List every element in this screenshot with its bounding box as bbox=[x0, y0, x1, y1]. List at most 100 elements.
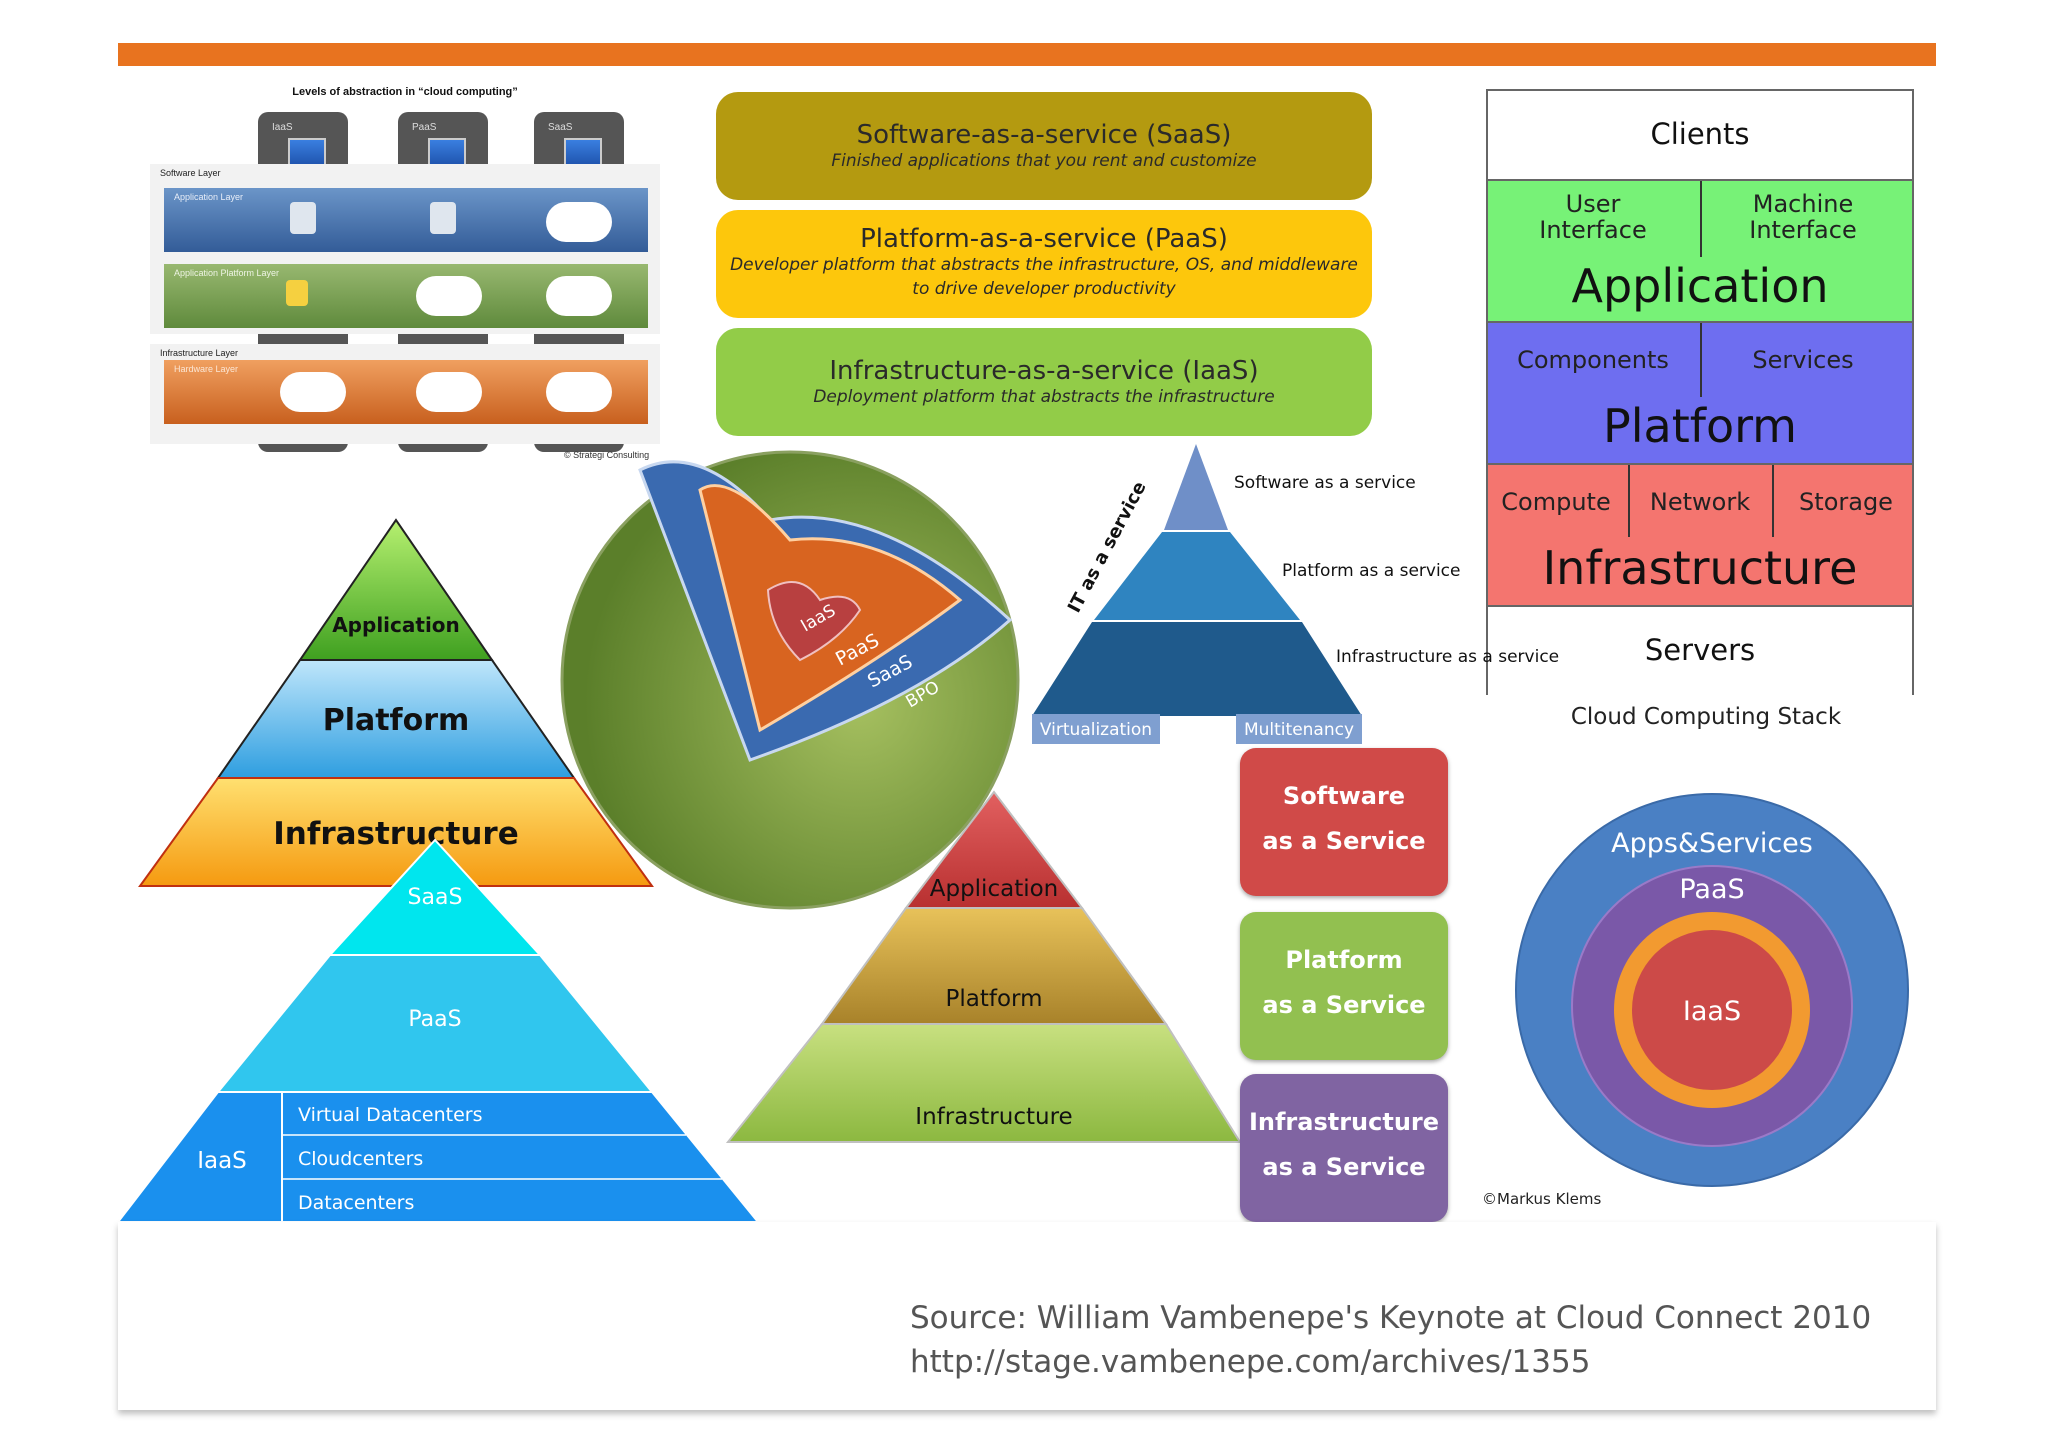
application-layer-label: Application Layer bbox=[174, 192, 244, 202]
paas-box: Platform-as-a-service (PaaS) Developer p… bbox=[716, 210, 1372, 318]
circle-iaas-label: IaaS bbox=[1683, 996, 1741, 1027]
service-sphere: IaaS PaaS SaaS BPO bbox=[560, 450, 1020, 910]
source-line-1: Source: William Vambenepe's Keynote at C… bbox=[910, 1300, 1872, 1336]
blue-pyramid-paas-label: PaaS bbox=[408, 1007, 461, 1032]
circle-apps-services-label: Apps&Services bbox=[1611, 828, 1813, 859]
saas-box-title: Software-as-a-service (SaaS) bbox=[856, 120, 1232, 150]
stack-divider bbox=[1628, 465, 1630, 537]
source-footer: Source: William Vambenepe's Keynote at C… bbox=[118, 1222, 1936, 1410]
iaas-box: Infrastructure-as-a-service (IaaS) Deplo… bbox=[716, 328, 1372, 436]
levels-title: Levels of abstraction in “cloud computin… bbox=[292, 86, 518, 98]
col-label-paas: PaaS bbox=[412, 122, 437, 133]
stack-platform: Platform bbox=[1603, 399, 1797, 453]
stack-services: Services bbox=[1752, 346, 1854, 374]
left-pyramid: Application Platform Infrastructure bbox=[138, 518, 654, 887]
stack-application: Application bbox=[1571, 259, 1829, 313]
iaas-box-title: Infrastructure-as-a-service (IaaS) bbox=[829, 356, 1259, 386]
it-pyramid-saas bbox=[1164, 444, 1228, 530]
stack-divider bbox=[1700, 323, 1702, 397]
layer-pyramid-platform-label: Platform bbox=[946, 986, 1043, 1012]
infrastructure-service-line1: Infrastructure bbox=[1248, 1108, 1440, 1136]
platform-service-line1: Platform bbox=[1285, 946, 1403, 974]
app-icon bbox=[430, 202, 456, 234]
stack-compute: Compute bbox=[1501, 488, 1611, 516]
stack-infrastructure-row: Compute Network Storage Infrastructure bbox=[1488, 465, 1912, 607]
left-pyramid-infrastructure-label: Infrastructure bbox=[273, 816, 519, 852]
it-pyramid-iaas-label: Infrastructure as a service bbox=[1336, 647, 1559, 667]
col-label-iaas: IaaS bbox=[272, 122, 293, 133]
layer-pyramid-application-label: Application bbox=[930, 876, 1059, 902]
cloud-icon bbox=[546, 276, 612, 316]
platform-service-line2: as a Service bbox=[1262, 991, 1426, 1019]
levels-of-abstraction-figure: Levels of abstraction in “cloud computin… bbox=[150, 82, 660, 462]
stack-servers: Servers bbox=[1644, 633, 1756, 667]
blue-pyramid-saas-label: SaaS bbox=[408, 885, 463, 910]
col-label-saas: SaaS bbox=[548, 122, 573, 133]
cloud-computing-stack: Clients User Interface Machine Interface… bbox=[1486, 89, 1914, 695]
stack-divider bbox=[1700, 181, 1702, 257]
blue-pyramid: SaaS PaaS IaaS Virtual Datacenters Cloud… bbox=[115, 838, 761, 1223]
stack-storage: Storage bbox=[1799, 488, 1893, 516]
app-icon bbox=[290, 202, 316, 234]
left-pyramid-application-label: Application bbox=[332, 613, 460, 637]
blue-pyramid-iaas-label: IaaS bbox=[197, 1148, 247, 1174]
sphere-iaas-layer bbox=[766, 581, 862, 662]
blue-pyramid-row-label: Cloudcenters bbox=[298, 1148, 423, 1170]
hardware-layer-label: Hardware Layer bbox=[174, 364, 239, 374]
platform-service-box: Platform as a Service bbox=[1240, 912, 1448, 1060]
iaas-box-subtitle: Deployment platform that abstracts the i… bbox=[813, 387, 1275, 407]
server-icon bbox=[280, 372, 346, 412]
cloud-icon bbox=[416, 372, 482, 412]
cloud-icon bbox=[416, 276, 482, 316]
left-pyramid-application bbox=[298, 518, 494, 661]
stack-divider bbox=[1772, 465, 1774, 537]
it-pyramid-paas-label: Platform as a service bbox=[1282, 561, 1461, 581]
layer-pyramid-infrastructure-label: Infrastructure bbox=[915, 1104, 1072, 1130]
levels-credit: © Strategi Consulting bbox=[564, 450, 650, 460]
circle-iaas bbox=[1632, 930, 1792, 1090]
stack-network: Network bbox=[1649, 488, 1751, 516]
platform-layer-label: Application Platform Layer bbox=[174, 268, 280, 278]
infrastructure-layer-label: Infrastructure Layer bbox=[160, 348, 239, 358]
cloud-icon bbox=[546, 202, 612, 242]
circles-credit: ©Markus Klems bbox=[1482, 1190, 1601, 1208]
it-service-pyramid: IT as a service Software as a service Pl… bbox=[1032, 444, 1559, 744]
source-line-2: http://stage.vambenepe.com/archives/1355 bbox=[910, 1344, 1591, 1380]
circle-paas-label: PaaS bbox=[1679, 874, 1744, 905]
cloud-icon bbox=[546, 372, 612, 412]
stack-servers-row: Servers bbox=[1488, 607, 1912, 695]
saas-box: Software-as-a-service (SaaS) Finished ap… bbox=[716, 92, 1372, 200]
left-pyramid-platform-label: Platform bbox=[323, 703, 470, 738]
stack-clients: Clients bbox=[1650, 117, 1750, 151]
left-pyramid-infrastructure bbox=[138, 777, 654, 887]
virtualization-tag bbox=[1032, 714, 1160, 744]
blue-pyramid-row-label: Datacenters bbox=[298, 1192, 414, 1214]
multitenancy-label: Multitenancy bbox=[1244, 720, 1354, 740]
it-pyramid-saas-label: Software as a service bbox=[1234, 473, 1416, 493]
database-icon bbox=[286, 280, 308, 306]
software-service-box: Software as a Service bbox=[1240, 748, 1448, 896]
infrastructure-service-line2: as a Service bbox=[1262, 1153, 1426, 1181]
saas-box-subtitle: Finished applications that you rent and … bbox=[831, 151, 1257, 171]
infrastructure-service-box: Infrastructure as a Service bbox=[1240, 1074, 1448, 1222]
virtualization-label: Virtualization bbox=[1040, 720, 1152, 740]
stack-clients-row: Clients bbox=[1488, 91, 1912, 181]
stack-caption: Cloud Computing Stack bbox=[1570, 704, 1842, 730]
software-service-line1: Software bbox=[1282, 782, 1406, 810]
stack-application-row: User Interface Machine Interface Applica… bbox=[1488, 181, 1912, 323]
it-pyramid-iaas bbox=[1032, 622, 1362, 716]
paas-box-subtitle: Developer platform that abstracts the in… bbox=[730, 255, 1358, 299]
stack-infrastructure: Infrastructure bbox=[1542, 541, 1858, 595]
paas-box-title: Platform-as-a-service (PaaS) bbox=[860, 224, 1228, 254]
concentric-circles: Apps&Services PaaS IaaS ©Markus Klems bbox=[1482, 793, 1909, 1208]
it-pyramid-paas bbox=[1094, 532, 1300, 620]
top-accent-bar bbox=[118, 43, 1936, 66]
stack-platform-row: Components Services Platform bbox=[1488, 323, 1912, 465]
software-layer-label: Software Layer bbox=[160, 168, 221, 178]
software-service-line2: as a Service bbox=[1262, 827, 1426, 855]
multitenancy-tag bbox=[1236, 714, 1362, 744]
stack-machine-interface: Machine Interface bbox=[1749, 190, 1857, 245]
stack-user-interface: User Interface bbox=[1539, 190, 1647, 245]
blue-pyramid-row-label: Virtual Datacenters bbox=[298, 1104, 483, 1126]
